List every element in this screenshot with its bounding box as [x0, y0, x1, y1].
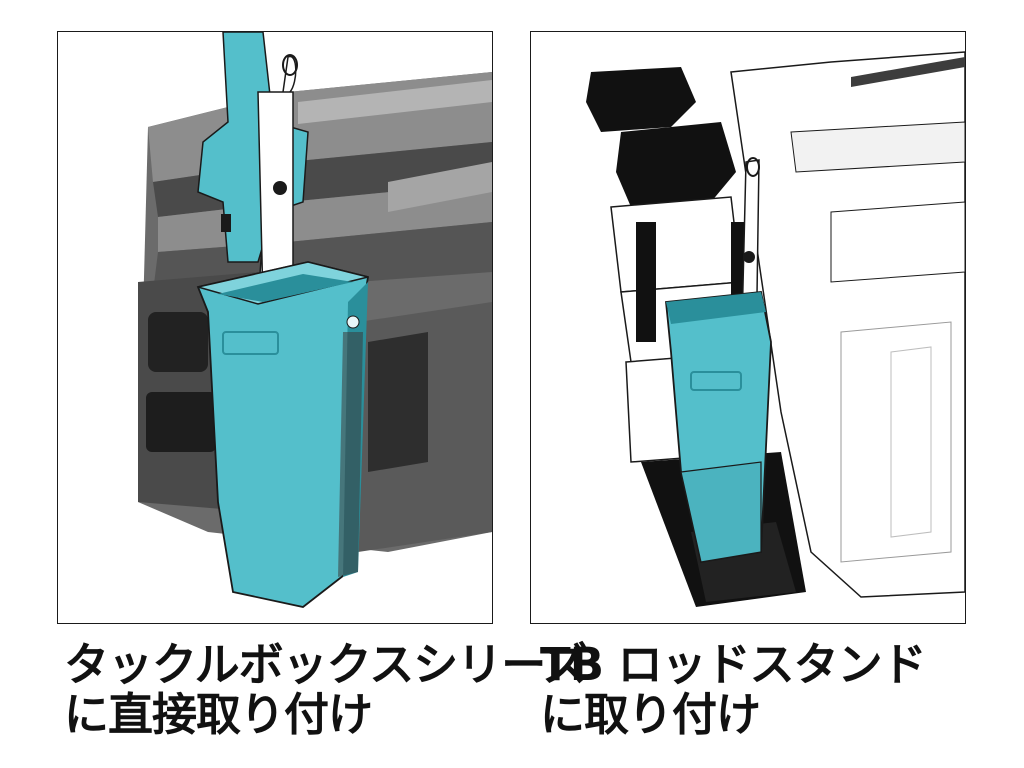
caption-right-line2: に取り付け — [540, 688, 761, 741]
white-tackle-box — [730, 51, 965, 598]
illustration-panel-tackle-box — [57, 31, 493, 624]
caption-right: TB ロッドスタンド に取り付け — [540, 638, 927, 741]
rod-holder — [196, 261, 370, 608]
rod-stand-with-rod-holder-illustration — [586, 51, 965, 607]
fishing-rod — [197, 32, 309, 304]
caption-left: タックルボックスシリーズ に直接取り付け — [64, 638, 588, 741]
caption-left-line1: タックルボックスシリーズ — [64, 638, 588, 691]
tackle-box-with-rod-holder-illustration — [138, 32, 492, 608]
caption-right-line1: TB ロッドスタンド — [540, 638, 927, 691]
illustration-panel-rod-stand — [530, 31, 966, 624]
caption-left-line2: に直接取り付け — [64, 688, 373, 741]
rod-holder — [665, 291, 772, 564]
